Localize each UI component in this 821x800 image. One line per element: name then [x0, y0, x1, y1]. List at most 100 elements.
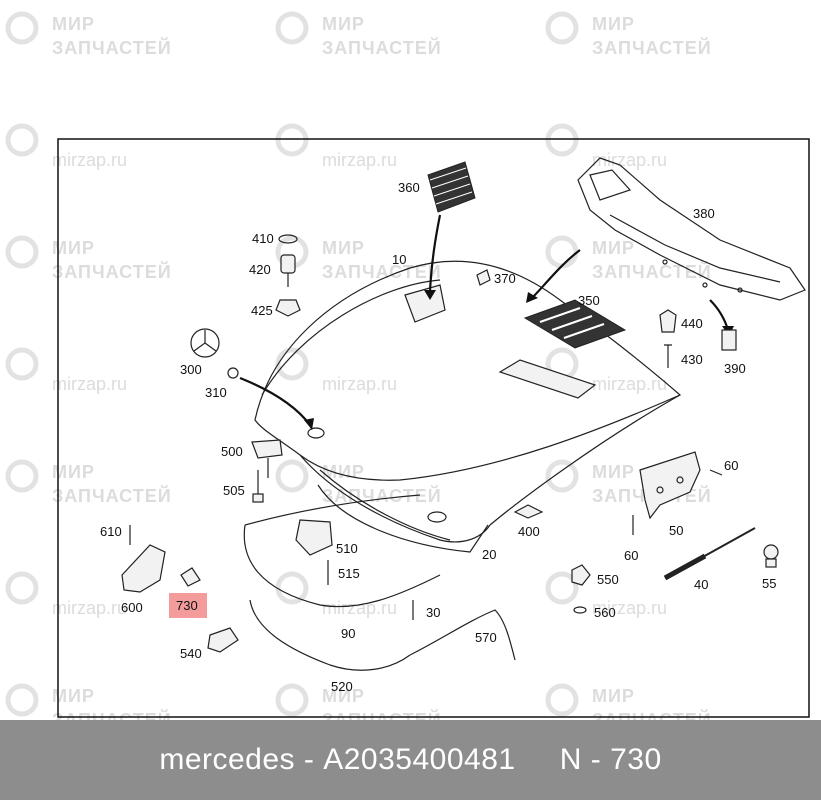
- watermark-line1: МИР: [322, 686, 365, 706]
- hood-insulation: [317, 484, 489, 553]
- watermark-layer: МИР ЗАПЧАСТЕЙ МИР ЗАПЧАСТЕЙ МИР ЗАПЧАСТЕЙ mirz…: [5, 11, 712, 720]
- watermark-logo-icon: [5, 123, 39, 157]
- emblem-nut: [227, 367, 239, 379]
- watermark-line1: МИР: [592, 14, 635, 34]
- bumper-stop-parts: [275, 234, 301, 317]
- label-380: 380: [693, 206, 715, 221]
- clip-440: [659, 309, 677, 333]
- seal-strip-90: [243, 494, 441, 608]
- hood-parts-diagram: МИР ЗАПЧАСТЕЙ МИР ЗАПЧАСТЕЙ МИР ЗАПЧАСТЕЙ mirz…: [5, 11, 810, 720]
- watermark-logo-icon: [275, 11, 309, 45]
- label-390: 390: [724, 361, 746, 376]
- watermark-logo-icon: [275, 683, 309, 717]
- screw-430: [664, 344, 672, 368]
- watermark-url: mirzap.ru: [322, 150, 397, 170]
- ball-stud-55: [763, 544, 779, 568]
- clip-550: [571, 564, 591, 586]
- hood-hinge-50: [639, 451, 723, 520]
- watermark-url: mirzap.ru: [592, 150, 667, 170]
- air-grille-350: [523, 299, 627, 349]
- watermark-line2: ЗАПЧАСТЕЙ: [592, 37, 712, 58]
- label-40: 40: [694, 577, 708, 592]
- watermark-logo-icon: [545, 235, 579, 269]
- release-cable-570: [409, 609, 516, 661]
- label-505: 505: [223, 483, 245, 498]
- label-360: 360: [398, 180, 420, 195]
- release-cable-520: [249, 599, 411, 671]
- watermark-logo-icon: [5, 347, 39, 381]
- label-60-top: 60: [724, 458, 738, 473]
- footer-gap: [516, 743, 560, 777]
- part-info-footer: mercedes - A2035400481 N - 730: [0, 720, 821, 800]
- mercedes-star-emblem: [190, 328, 220, 358]
- label-610: 610: [100, 524, 122, 539]
- part-730-icon: [180, 567, 201, 587]
- watermark-line2: ЗАПЧАСТЕЙ: [592, 709, 712, 720]
- watermark-line1: МИР: [322, 14, 365, 34]
- watermark-url: mirzap.ru: [592, 598, 667, 618]
- highlight-box-730: [169, 593, 207, 618]
- footer-separator: -: [295, 743, 324, 776]
- watermark-line2: ЗАПЧАСТЕЙ: [52, 261, 172, 282]
- watermark-line2: ЗАПЧАСТЕЙ: [52, 37, 172, 58]
- watermark-line1: МИР: [592, 686, 635, 706]
- label-400: 400: [518, 524, 540, 539]
- label-60-bottom: 60: [624, 548, 638, 563]
- watermark-logo-icon: [275, 459, 309, 493]
- watermark-line2: ЗАПЧАСТЕЙ: [52, 709, 172, 720]
- label-730: 730: [176, 598, 198, 613]
- label-90: 90: [341, 626, 355, 641]
- watermark-line2: ЗАПЧАСТЕЙ: [322, 485, 442, 506]
- footer-brand: mercedes: [159, 743, 296, 776]
- label-515: 515: [338, 566, 360, 581]
- air-grille-360: [427, 161, 476, 213]
- label-425: 425: [251, 303, 273, 318]
- watermark-url: mirzap.ru: [52, 150, 127, 170]
- label-30: 30: [426, 605, 440, 620]
- watermark-logo-icon: [275, 123, 309, 157]
- gas-strut-40: [663, 527, 756, 581]
- label-500: 500: [221, 444, 243, 459]
- watermark-logo-icon: [545, 11, 579, 45]
- label-440: 440: [681, 316, 703, 331]
- watermark-line2: ЗАПЧАСТЕЙ: [322, 709, 442, 720]
- watermark-url: mirzap.ru: [592, 374, 667, 394]
- watermark-logo-icon: [275, 347, 309, 381]
- watermark-url: mirzap.ru: [322, 598, 397, 618]
- label-10: 10: [392, 252, 406, 267]
- watermark-logo-icon: [545, 683, 579, 717]
- buffer-400: [513, 504, 544, 519]
- watermark-logo-icon: [5, 459, 39, 493]
- watermark-logo-icon: [275, 571, 309, 605]
- handle-540: [207, 627, 239, 653]
- diagram-frame: [57, 138, 810, 718]
- watermark-url: mirzap.ru: [52, 374, 127, 394]
- hood-panel: [254, 260, 682, 543]
- bracket-600: [121, 544, 166, 593]
- watermark-line1: МИР: [322, 238, 365, 258]
- latch-bracket-500: [251, 439, 283, 503]
- cowl-panel-380: [577, 157, 806, 301]
- label-420: 420: [249, 262, 271, 277]
- label-570: 570: [475, 630, 497, 645]
- label-55: 55: [762, 576, 776, 591]
- label-430: 430: [681, 352, 703, 367]
- watermark-line2: ЗАПЧАСТЕЙ: [52, 485, 172, 506]
- watermark-line1: МИР: [52, 238, 95, 258]
- watermark-line1: МИР: [322, 462, 365, 482]
- watermark-line1: МИР: [592, 238, 635, 258]
- label-310: 310: [205, 385, 227, 400]
- screw-370: [476, 269, 491, 286]
- label-510: 510: [336, 541, 358, 556]
- watermark-line1: МИР: [52, 14, 95, 34]
- label-600: 600: [121, 600, 143, 615]
- label-370: 370: [494, 271, 516, 286]
- watermark-line1: МИР: [52, 462, 95, 482]
- label-410: 410: [252, 231, 274, 246]
- hood-latch-510: [295, 519, 333, 556]
- label-540: 540: [180, 646, 202, 661]
- watermark-line2: ЗАПЧАСТЕЙ: [322, 261, 442, 282]
- footer-position-prefix: N -: [559, 743, 611, 776]
- label-520: 520: [331, 679, 353, 694]
- watermark-url: mirzap.ru: [322, 374, 397, 394]
